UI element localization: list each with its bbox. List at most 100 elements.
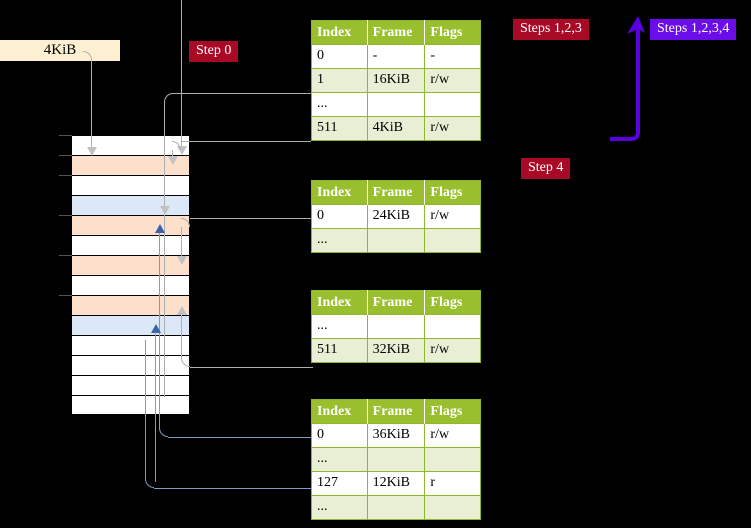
- memory-frame-row: [71, 195, 190, 215]
- connector-top-vertical: [181, 0, 182, 148]
- cell-flags: [424, 495, 481, 520]
- connector-step4a-arrowhead: [155, 224, 165, 233]
- connector-corner: [145, 479, 154, 488]
- connector-arrowhead: [177, 146, 187, 155]
- column-header-index: Index: [311, 20, 368, 45]
- cell-index: 127: [311, 471, 368, 496]
- cell-flags: r: [424, 471, 481, 496]
- physical-memory-column: [71, 135, 190, 415]
- memory-frame-row: [71, 175, 190, 195]
- column-header-flags: Flags: [424, 20, 481, 45]
- cell-index: 0: [311, 204, 368, 229]
- connector-step4b-vertical: [145, 340, 146, 480]
- table-header-row: Index Frame Flags: [311, 399, 481, 424]
- column-header-flags: Flags: [424, 290, 481, 315]
- cell-index: ...: [311, 495, 368, 520]
- frame-size-label: 4KiB: [43, 42, 77, 58]
- connector-step0-vertical: [91, 60, 92, 150]
- badge-steps-1-2-3-label: Steps 1,2,3: [520, 21, 582, 36]
- connector-step2-vertical: [181, 227, 182, 262]
- cell-flags: [424, 447, 481, 472]
- column-header-frame: Frame: [367, 399, 426, 424]
- table-header-row: Index Frame Flags: [311, 180, 481, 205]
- column-header-frame: Frame: [367, 290, 426, 315]
- cell-flags: [424, 228, 481, 253]
- table-row: ...: [311, 228, 481, 253]
- cell-frame: 16KiB: [366, 68, 426, 93]
- cell-flags: r/w: [424, 116, 481, 141]
- connector-corner: [159, 428, 168, 437]
- connector-step3-horizontal: [190, 367, 313, 368]
- highlighted-value: r/w: [430, 120, 450, 136]
- cell-flags: r/w: [424, 68, 481, 93]
- memory-frame-row: [71, 155, 190, 175]
- cell-frame: [366, 495, 426, 520]
- memory-frame-row: [71, 355, 190, 375]
- highlighted-value: 4KiB: [372, 120, 403, 136]
- cell-index: 511: [311, 116, 368, 141]
- highlighted-value: 511: [317, 120, 338, 136]
- cell-frame: [366, 228, 426, 253]
- column-header-index: Index: [311, 290, 368, 315]
- connector-step3-arrowhead: [177, 306, 187, 315]
- badge-steps-1-2-3: Steps 1,2,3: [513, 19, 589, 41]
- table-edge-nub: [481, 348, 486, 360]
- cell-flags: -: [424, 44, 481, 69]
- step4-return-arrow: [600, 8, 660, 148]
- step4-return-arrow-svg: [610, 16, 645, 141]
- memory-frame-row: [71, 375, 190, 395]
- table-row: ...: [311, 495, 481, 520]
- table-header-row: Index Frame Flags: [311, 290, 481, 315]
- connector-step3-vertical: [181, 315, 182, 359]
- connector-step1b-horizontal: [181, 141, 311, 142]
- cell-frame: [366, 447, 426, 472]
- badge-steps-1-2-3-4: Steps 1,2,3,4: [650, 19, 737, 41]
- column-header-frame: Frame: [367, 20, 426, 45]
- connector-arrowhead: [160, 206, 170, 215]
- memory-frame-row: [71, 235, 190, 255]
- connector-step2-arrowhead: [177, 256, 187, 265]
- table-row: ...: [311, 314, 481, 339]
- cell-index: 0: [311, 44, 368, 69]
- badge-step-0: Step 0: [189, 41, 239, 63]
- cell-flags: r/w: [424, 338, 481, 363]
- cell-flags: r/w: [424, 204, 481, 229]
- memory-tick: [59, 155, 72, 156]
- connector-step4b-vertical-2: [155, 332, 156, 482]
- memory-tick: [59, 135, 72, 136]
- cell-flags: r/w: [424, 423, 481, 448]
- table-header-row: Index Frame Flags: [311, 20, 481, 45]
- table-row: ...: [311, 447, 481, 472]
- connector-step4b-arrowhead: [151, 324, 161, 333]
- connector-step2-horizontal: [190, 218, 313, 219]
- column-header-index: Index: [311, 180, 368, 205]
- memory-tick: [59, 295, 72, 296]
- cell-frame: 32KiB: [366, 338, 426, 363]
- cell-flags: [424, 314, 481, 339]
- column-header-index: Index: [311, 399, 368, 424]
- connector-corner: [164, 93, 173, 102]
- cell-index: ...: [311, 92, 368, 117]
- memory-tick: [59, 255, 72, 256]
- table-row: 511 4KiB r/w: [311, 116, 481, 141]
- cell-frame: [366, 314, 426, 339]
- connector-step1-vertical: [164, 102, 165, 397]
- cell-frame: [366, 92, 426, 117]
- cell-index: ...: [311, 314, 368, 339]
- cell-index: 1: [311, 68, 368, 93]
- table-edge-nub: [481, 128, 486, 140]
- memory-frame-row: [71, 335, 190, 355]
- cell-index: 0: [311, 423, 368, 448]
- connector-step0-arrowhead: [87, 147, 97, 156]
- connector-arrowhead: [168, 156, 178, 165]
- cell-frame: 36KiB: [366, 423, 426, 448]
- memory-frame-row: [71, 215, 190, 235]
- cell-index: ...: [311, 228, 368, 253]
